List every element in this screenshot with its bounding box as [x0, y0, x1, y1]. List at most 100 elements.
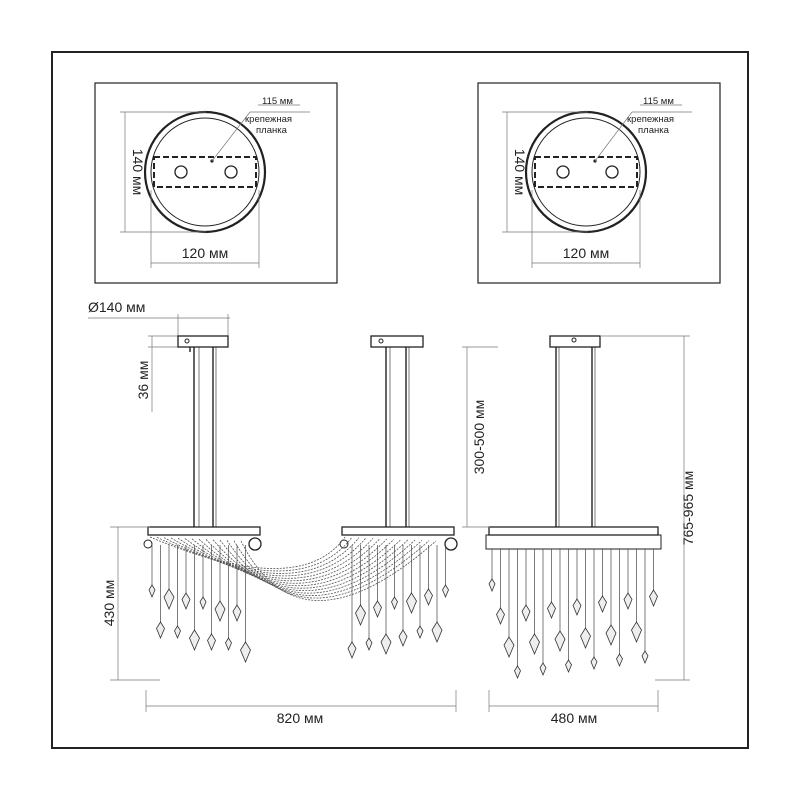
crystal-drop-icon	[163, 588, 175, 611]
mounting-plate	[534, 156, 638, 188]
crystal-drop-icon	[424, 588, 433, 607]
bar-end-cap	[339, 539, 349, 549]
crystal-drop-icon	[214, 600, 226, 623]
width-dimension-label: 120 мм	[182, 245, 229, 261]
rod-length-label: 300-500 мм	[471, 400, 487, 475]
bar-end-cap	[444, 537, 458, 551]
crystal-drop-icon	[240, 641, 251, 664]
crystal-chain	[205, 539, 402, 589]
crystal-pendants-side	[488, 549, 658, 680]
plate-name-line1: крепежная	[627, 114, 674, 125]
crystal-drop-icon	[503, 636, 515, 659]
crystal-drop-icon	[496, 607, 505, 626]
crystal-drop-icon	[631, 621, 642, 644]
top-view-right: 115 мм крепежная планка 140 мм 120 мм	[477, 82, 721, 284]
crystal-chain	[156, 536, 353, 572]
bar-end-cap	[248, 537, 262, 551]
crystal-drop-icon	[554, 630, 566, 653]
canopy-circle-inner	[531, 117, 641, 227]
plate-name-line2: планка	[638, 125, 670, 136]
crystal-chain	[177, 537, 374, 579]
screw-hole-icon	[174, 165, 188, 179]
crystal-drop-icon	[580, 627, 591, 650]
crystal-drop-icon	[207, 633, 216, 652]
canopy-circle-outer	[143, 110, 267, 234]
top-view-left-frame	[94, 82, 338, 284]
crystal-chain	[198, 538, 395, 587]
height-dimension-label: 140 мм	[512, 149, 528, 196]
crystal-drop-icon	[488, 578, 496, 593]
crystal-drop-icon	[539, 662, 547, 677]
bar-end-cap	[143, 539, 153, 549]
crystal-drop-icon	[572, 598, 582, 617]
screw-hole-icon	[224, 165, 238, 179]
top-view-right-frame	[477, 82, 721, 284]
crystal-drop-icon	[641, 650, 649, 665]
canopy-circle-inner	[150, 117, 260, 227]
mounting-plate	[153, 156, 257, 188]
crystal-pendants-right	[347, 545, 449, 660]
crystal-chain	[191, 538, 388, 584]
crystal-drop-icon	[391, 596, 398, 611]
plate-size-label: 115 мм	[643, 96, 674, 107]
crystal-chain	[170, 537, 367, 577]
crystal-drop-icon	[225, 637, 232, 652]
plate-leader-line	[211, 111, 251, 162]
crystal-bar-right	[341, 526, 455, 536]
canopy-right	[370, 335, 424, 348]
crystal-drop-icon	[649, 589, 658, 608]
crystal-drop-icon	[616, 653, 623, 668]
body-height-label: 430 мм	[101, 580, 117, 627]
crystal-drop-icon	[174, 625, 181, 640]
canopy-diameter-label: Ø140 мм	[88, 299, 145, 315]
crystal-drop-icon	[199, 596, 207, 611]
plate-name-line1: крепежная	[245, 114, 292, 125]
crystal-drop-icon	[156, 621, 165, 640]
plate-leader-line	[594, 111, 633, 162]
crystal-drop-icon	[514, 665, 521, 680]
crystal-drop-icon	[148, 584, 156, 599]
crystal-drop-icon	[232, 604, 242, 623]
plate-name-line2: планка	[256, 125, 288, 136]
crystal-chain	[233, 540, 430, 599]
crystal-chain	[240, 540, 437, 601]
crystal-drop-icon	[373, 600, 382, 619]
crystal-chain	[184, 538, 381, 582]
crystal-drop-icon	[398, 629, 408, 648]
plate-size-label: 115 мм	[262, 96, 293, 107]
screw-hole-icon	[605, 165, 619, 179]
crystal-pendants-left	[148, 545, 251, 664]
crystal-chain	[219, 539, 416, 594]
crystal-chain-swag	[149, 536, 437, 601]
canopy-height-label: 36 мм	[135, 361, 151, 400]
crystal-drop-icon	[189, 629, 200, 652]
crystal-drop-icon	[365, 637, 373, 652]
crystal-drop-icon	[181, 592, 191, 611]
crystal-chain	[163, 537, 360, 574]
crystal-drop-icon	[623, 592, 633, 611]
canopy-side	[549, 335, 601, 348]
canopy-left	[177, 335, 229, 348]
crystal-drop-icon	[355, 604, 366, 627]
width-dimension-label: 120 мм	[563, 245, 610, 261]
crystal-drop-icon	[598, 595, 607, 614]
side-width-label: 480 мм	[551, 710, 598, 726]
crystal-bar-side	[488, 526, 659, 536]
screw-hole-icon	[556, 165, 570, 179]
height-dimension-label: 140 мм	[130, 149, 146, 196]
front-width-label: 820 мм	[277, 710, 324, 726]
crystal-drop-icon	[605, 624, 617, 647]
crystal-drop-icon	[547, 601, 556, 620]
top-view-left: 115 мм крепежная планка 140 мм 120 мм	[94, 82, 338, 284]
total-height-label: 765-965 мм	[680, 471, 696, 546]
front-view: Ø140 мм 36 мм 43	[88, 299, 458, 726]
crystal-drop-icon	[416, 625, 424, 640]
canopy-circle-outer	[524, 110, 648, 234]
outer-frame	[51, 51, 749, 749]
crystal-drop-icon	[521, 604, 531, 623]
crystal-drop-icon	[590, 656, 598, 671]
crystal-drop-icon	[380, 633, 392, 656]
crystal-drop-icon	[406, 592, 417, 615]
crystal-drop-icon	[431, 621, 443, 644]
